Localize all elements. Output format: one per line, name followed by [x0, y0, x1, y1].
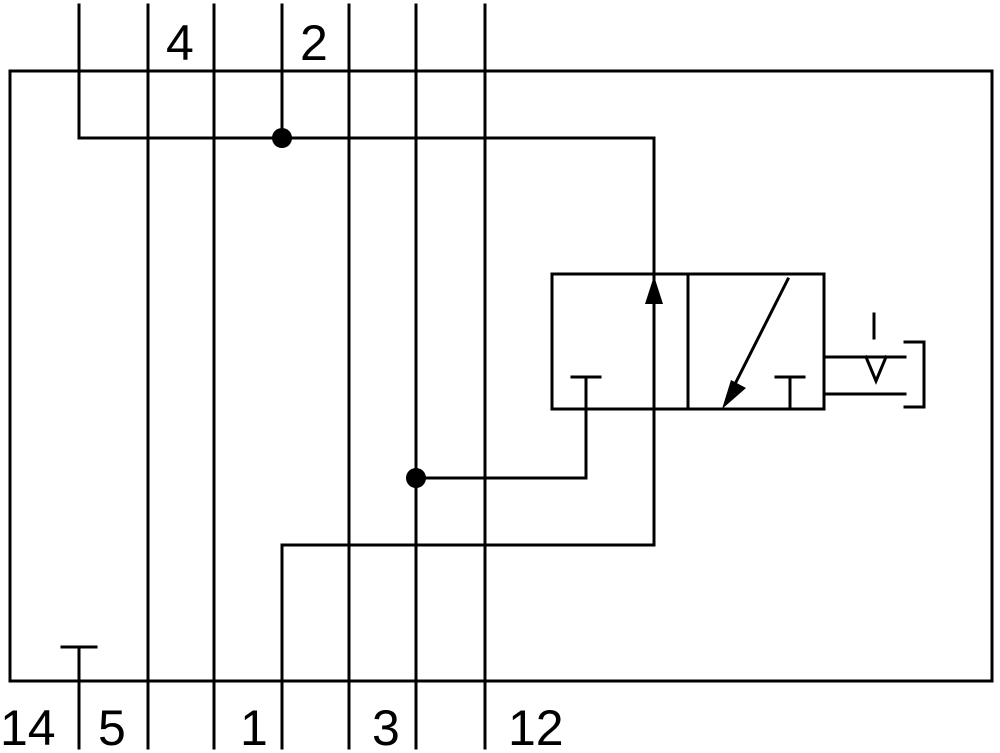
junction-dot-top	[272, 128, 292, 148]
port-label-1: 1	[240, 700, 268, 753]
supply-line-port-1	[280, 543, 656, 750]
port-label-4: 4	[166, 15, 194, 71]
port-label-2: 2	[300, 15, 328, 71]
housing-outline	[8, 69, 994, 683]
exhaust-line	[414, 375, 588, 480]
manual-actuator-icon	[822, 312, 926, 409]
valve-position-right	[686, 272, 826, 411]
flow-arrow-diagonal-icon	[722, 380, 746, 409]
port-label-3: 3	[372, 700, 400, 753]
port-label-12: 12	[508, 700, 564, 753]
working-line-to-valve	[77, 136, 656, 547]
port-label-5: 5	[98, 700, 126, 753]
flow-arrow-diagonal-shaft	[731, 276, 791, 389]
valve-3-2	[550, 272, 826, 411]
valve-position-left	[550, 272, 690, 411]
port-label-14: 14	[0, 700, 56, 753]
flow-arrow-up-icon	[645, 276, 663, 304]
junction-dot-exhaust	[406, 468, 426, 488]
